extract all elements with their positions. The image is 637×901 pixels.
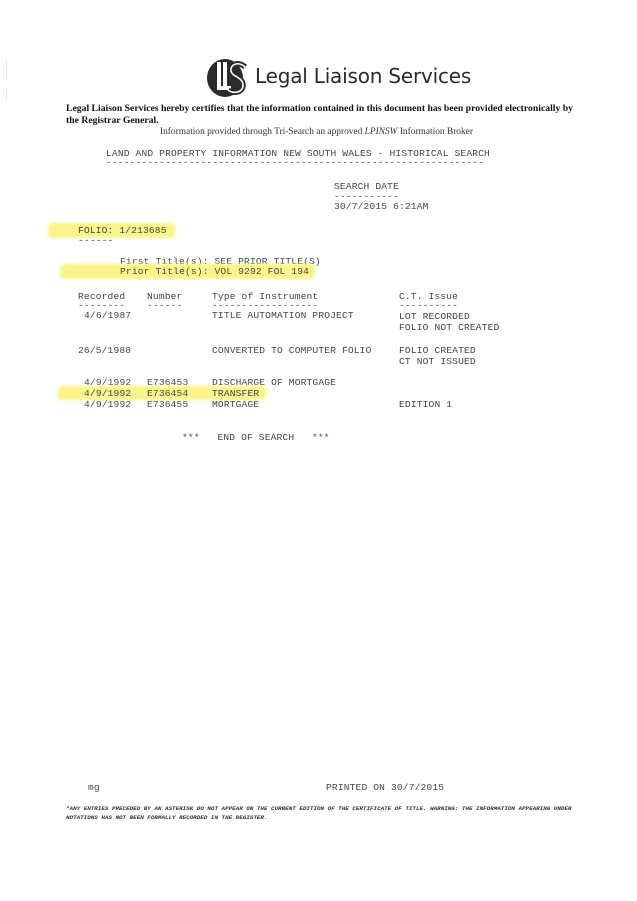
info-suffix: Information Broker [397,127,473,137]
cell-type: TITLE AUTOMATION PROJECT [212,310,354,321]
cell-type: DISCHARGE OF MORTGAGE [212,377,337,388]
footnote-warning: *ANY ENTRIES PRECEDED BY AN ASTERISK DO … [66,805,572,821]
folio-label: FOLIO: 1/213685 [50,225,173,236]
operator-initials: mg [88,782,100,793]
certification-statement: Legal Liaison Services hereby certifies … [66,103,573,126]
folio-rule: ------ [78,235,114,246]
brand-name: Legal Liaison Services [255,64,472,88]
cell-number: E736454 [147,388,189,399]
info-prefix: Information provided through Tri-Search … [160,127,365,137]
search-date-value: 30/7/2015 6:21AM [334,201,429,212]
cell-number: E736455 [147,399,189,410]
cell-type: MORTGAGE [212,399,260,410]
rule-ct-issue: ---------- [399,300,459,311]
search-date-rule: ----------- [334,191,399,202]
row-highlight [60,388,264,398]
cell-recorded: 4/9/1992 [84,399,132,410]
printed-on: PRINTED ON 30/7/2015 [326,782,445,793]
cell-number: E736453 [147,377,189,388]
cell-ct-issue: FOLIO NOT CREATED [399,322,500,333]
information-broker-line: Information provided through Tri-Search … [160,127,473,137]
cell-ct-issue: CT NOT ISSUED [399,356,476,367]
lls-logo-icon [207,59,247,97]
end-of-search: *** END OF SEARCH *** [182,432,330,443]
cell-type: TRANSFER [212,388,260,399]
scan-edge-mark [6,88,7,100]
search-heading-rule: ----------------------------------------… [106,157,485,168]
search-heading: LAND AND PROPERTY INFORMATION NEW SOUTH … [106,148,490,159]
cell-ct-issue: LOT RECORDED [399,311,470,322]
rule-type: ------------------ [212,300,319,311]
header-recorded: Recorded [78,291,126,302]
prior-title: Prior Title(s): VOL 9292 FOL 194 [62,266,314,277]
search-date-label: SEARCH DATE [334,181,399,192]
rule-recorded: -------- [78,300,126,311]
cell-ct-issue: EDITION 1 [399,399,453,410]
cell-recorded: 26/5/1988 [78,345,132,356]
cell-recorded: 4/9/1992 [84,388,132,399]
cell-ct-issue: FOLIO CREATED [399,345,476,356]
rule-number: ------ [147,300,183,311]
scan-edge-mark [6,60,7,80]
header-ct-issue: C.T. Issue [399,291,459,302]
header-number: Number [147,291,183,302]
first-title: First Title(s): SEE PRIOR TITLE(S) [120,256,321,267]
cell-recorded: 4/9/1992 [84,377,132,388]
cell-recorded: 4/6/1987 [84,310,132,321]
cell-type: CONVERTED TO COMPUTER FOLIO [212,345,372,356]
info-brand: LPINSW [364,127,398,137]
header-type: Type of Instrument [212,291,319,302]
